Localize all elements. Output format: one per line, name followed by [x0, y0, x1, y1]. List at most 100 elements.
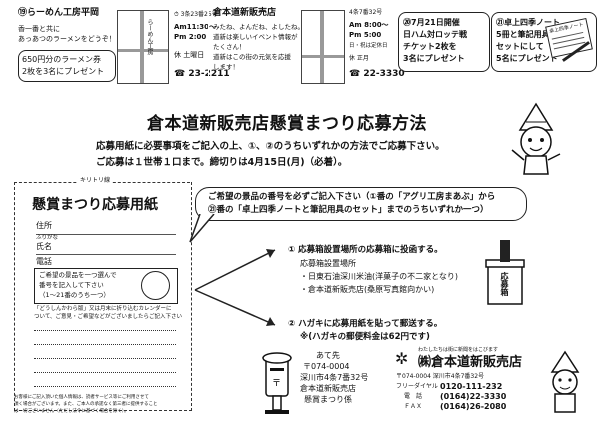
- ad20-desc: 道新はこの街の元気を応援: [213, 53, 291, 61]
- ad20-desc: 道新は楽しいイベント情報が: [213, 33, 298, 41]
- method1-location-2: ・倉本道新販売店(桑原写真館向かい): [300, 285, 435, 294]
- prize-box-text: （1～21番のうち一つ）: [39, 291, 110, 299]
- ad20-desc: します！: [213, 63, 239, 71]
- form-title: 懸賞まつり応募用紙: [32, 197, 158, 213]
- shop-address: 〒074-0004 深川市4条7番32号: [396, 373, 485, 380]
- ad19-prize1: 650円分のラーメン券: [22, 55, 101, 64]
- ad19-prize-box: 650円分のラーメン券 2枚を3名にプレゼント: [18, 50, 116, 82]
- method1-title: ① 応募箱設置場所の応募箱に投函する。: [288, 245, 443, 255]
- field-name-line[interactable]: [36, 254, 176, 255]
- ad20-desc: みたね、よんだね、よしたね。: [213, 23, 304, 31]
- method1-location-1: ・日東石油深川米油(洋菓子の不二家となり): [300, 272, 459, 281]
- prize20-line3: チケット2枚を: [403, 42, 457, 51]
- comment-line[interactable]: [34, 358, 176, 359]
- cut-line-label: キリトリ線: [78, 177, 113, 184]
- shop-tagline: わたしたちは街に新聞をはこびます: [418, 347, 499, 353]
- shop-tel: (0164)22-3330: [440, 392, 507, 401]
- shop-fax-label: ＦＡＸ: [404, 403, 423, 410]
- mascot-icon: [511, 102, 561, 175]
- application-form: [14, 182, 192, 411]
- form-comment-text: 「どうしんかわら版」又は月末に折り込むカレンダーに: [34, 306, 172, 312]
- flow-arrows: [194, 249, 276, 326]
- field-address-label: 住所: [36, 221, 52, 230]
- method1-subtitle: 応募箱設置場所: [300, 259, 356, 268]
- comment-line[interactable]: [34, 344, 176, 345]
- prize21-line1: ㉑卓上四季ノート: [496, 18, 560, 27]
- svg-text:〒: 〒: [272, 379, 281, 389]
- ad20-addr: 4条7番32号: [349, 9, 383, 16]
- ad19-addr: ⏱ 3条23番25号: [174, 11, 218, 18]
- page-title: 倉本道新販売店懸賞まつり応募方法: [147, 114, 427, 134]
- prize21-line4: 5名にプレゼント: [496, 54, 558, 63]
- ad20-closed: 休 正月: [349, 55, 369, 62]
- field-address-line[interactable]: [36, 234, 176, 235]
- page-subtitle-2: ご応募は１世帯１口まで。締切りは4月15日(月)（必着）。: [96, 157, 348, 168]
- ad19-map: らーめん工房: [117, 10, 169, 84]
- ad19-prize2: 2枚を3名にプレゼント: [22, 67, 105, 76]
- mascot-small-icon: [550, 350, 580, 413]
- map-road: [320, 11, 324, 83]
- ad19-name: ⑲らーめん工房平岡: [18, 8, 100, 18]
- shop-logo-icon: ✲: [395, 349, 409, 368]
- privacy-note: お客様にご記入頂いた個人情報は、読者サービス等にご利用させて: [14, 395, 149, 400]
- ad20-map: [301, 10, 345, 84]
- shop-name: ㈱倉本道新販売店: [418, 355, 523, 370]
- shop-freedial-label: フリーダイヤル: [396, 383, 438, 390]
- postbox-icon: 〒: [262, 352, 292, 414]
- prize20-box: ⑳7月21日開催 日ハム対ロッテ戦 チケット2枚を 3名にプレゼント: [398, 12, 490, 72]
- ballot-box-icon: [485, 240, 525, 305]
- shop-fax: (0164)26-2080: [440, 402, 507, 411]
- comment-line[interactable]: [34, 386, 176, 387]
- ad19-hours-open: Am11:30～: [174, 23, 216, 31]
- ad20-closed: 日・祝は定休日: [349, 43, 388, 49]
- ad-doshin: 倉本道新販売店 みたね、よんだね、よしたね。 道新は楽しいイベント情報が たくさ…: [208, 3, 405, 97]
- address-label: あて先: [316, 351, 340, 360]
- field-furigana-label: ふりがな: [36, 235, 59, 241]
- field-name-label: 氏名: [36, 242, 52, 251]
- address-line: 倉本道新販売店: [300, 384, 356, 393]
- prize-reminder-balloon: ご希望の景品の番号を必ずご記入下さい（①番の「アグリ工房まあぶ」から ㉑番の「卓…: [195, 187, 527, 221]
- comment-line[interactable]: [34, 330, 176, 331]
- ad20-tel: ☎ 22-3330: [349, 69, 405, 79]
- ad19-tel: ☎ 23-2211: [174, 69, 230, 79]
- prize21-line2: 5冊と筆記用具を: [496, 30, 558, 39]
- map-road: [302, 55, 344, 58]
- address-zip: 〒074-0004: [303, 362, 350, 371]
- ad-ramen: ⑲らーめん工房平岡 香一番と共に あっあつのラーメンをどうぞ！ 650円分のラー…: [3, 3, 230, 97]
- ad20-hours-open: Am 8:00～: [349, 21, 389, 29]
- ad19-desc1: 香一番と共に: [18, 25, 60, 33]
- privacy-note: は一切ございません（ただし法令に基づく場合を除く）。: [14, 409, 129, 414]
- form-comment-text: ついて、ご意見・ご希望などがございましたらご記入下さい: [34, 314, 183, 320]
- ad20-desc: たくさん！: [213, 43, 246, 51]
- prize-box-text: ご希望の景品を一つ選んで: [39, 271, 117, 279]
- map-road: [118, 49, 168, 52]
- ad19-hours-close: Pm 2:00: [174, 33, 207, 41]
- map-label: らーめん工房: [146, 19, 153, 55]
- prize-box-text: 番号を記入して下さい: [39, 281, 104, 289]
- prize21-line3: セットにして: [496, 42, 544, 51]
- map-road: [140, 11, 144, 83]
- balloon-text-1: ご希望の景品の番号を必ずご記入下さい（①番の「アグリ工房まあぶ」から: [208, 192, 496, 202]
- address-line: 懸賞まつり係: [304, 395, 352, 404]
- prize-number-input[interactable]: [141, 271, 170, 300]
- page-subtitle-1: 応募用紙に必要事項をご記入の上、①、②のうちいずれかの方法でご応募下さい。: [96, 141, 445, 152]
- comment-line[interactable]: [34, 372, 176, 373]
- ad20-name: 倉本道新販売店: [213, 8, 277, 18]
- ad20-hours-close: Pm 5:00: [349, 31, 382, 39]
- balloon-tail: [189, 214, 215, 243]
- shop-tel-label: 電 話: [404, 393, 423, 400]
- prize20-line4: 3名にプレゼント: [403, 54, 465, 63]
- ballot-box-label: 応募箱: [500, 272, 509, 296]
- prize21-box: ㉑卓上四季ノート 5冊と筆記用具を セットにして 5名にプレゼント: [491, 12, 597, 72]
- prize20-line1: ⑳7月21日開催: [403, 18, 460, 27]
- ad19-desc2: あっあつのラーメンをどうぞ！: [18, 35, 116, 43]
- method2-title: ② ハガキに応募用紙を貼って郵送する。: [288, 319, 443, 329]
- method2-subtitle: ※(ハガキの郵便料金は62円です): [300, 332, 430, 342]
- privacy-note: 頂く場合がございます。また、ご本人の承諾なく第三者に提供すること: [14, 402, 158, 407]
- ad19-closed: 休 土曜日: [174, 51, 205, 59]
- prize20-line2: 日ハム対ロッテ戦: [403, 30, 467, 39]
- field-phone-label: 電話: [36, 257, 52, 266]
- shop-freedial: 0120-111-232: [440, 382, 503, 391]
- balloon-text-2: ㉑番の「卓上四季ノートと筆記用具のセット」までのうちいずれか一つ）: [208, 205, 489, 215]
- address-line: 深川市4条7番32号: [300, 373, 369, 382]
